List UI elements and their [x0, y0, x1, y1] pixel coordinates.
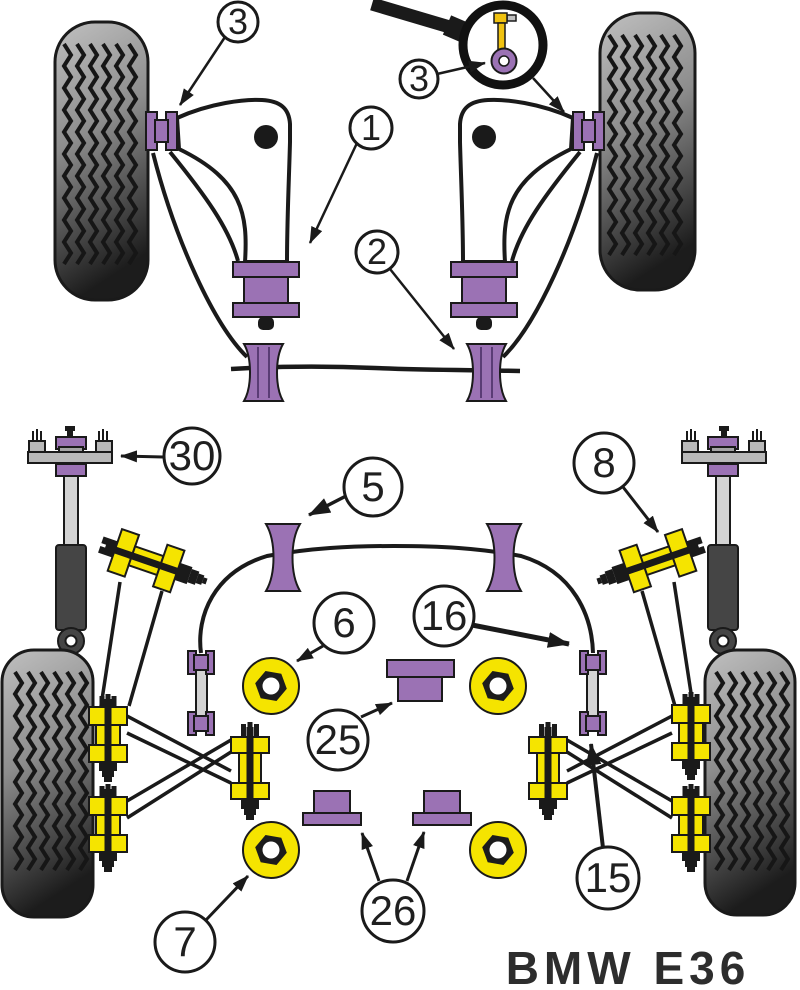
rear-left-upper-arm-bushing: [88, 693, 128, 783]
svg-text:6: 6: [332, 599, 355, 646]
rear-right-trailing-arm-bushing: [589, 523, 712, 604]
rear-left-tire: [0, 648, 95, 919]
front-left-tire: [53, 20, 150, 302]
rear-suspension-section: 30 5 8 6 16 25 26 7: [0, 425, 797, 974]
callout-7: 7: [153, 910, 217, 974]
callout-1: 1: [348, 105, 394, 151]
callout-25: 25: [306, 708, 370, 772]
callout-30: 30: [162, 426, 222, 486]
diagram-caption: BMW E36: [506, 942, 751, 990]
magnified-bushing-ring: [490, 47, 518, 75]
svg-text:15: 15: [585, 854, 632, 901]
svg-text:30: 30: [169, 432, 216, 479]
front-right-tire: [598, 11, 697, 292]
subframe-hat-bushing-26-left: [302, 790, 362, 826]
svg-text:7: 7: [173, 918, 196, 965]
svg-text:26: 26: [370, 887, 417, 934]
callout-3-front-left: 3: [216, 0, 260, 44]
svg-text:3: 3: [228, 1, 248, 42]
callout-15: 15: [575, 845, 641, 911]
rear-arb-bushing-left: [264, 523, 302, 592]
rear-anti-roll-bar: [198, 543, 595, 654]
magnifier-handle: [370, 0, 455, 35]
front-arm-front-bushing: [145, 111, 178, 151]
svg-text:5: 5: [361, 463, 384, 510]
rear-right-drop-link: [579, 650, 607, 736]
front-callout-arrows: [178, 36, 565, 350]
callout-2: 2: [354, 229, 400, 275]
subframe-hat-bushing-25: [386, 659, 455, 702]
rear-left-inner-arm-bushing: [230, 721, 270, 821]
front-arm-rear-bushing: [232, 261, 300, 330]
callout-16: 16: [412, 584, 476, 648]
callout-3-front-right: 3: [398, 58, 440, 100]
trailing-arm-links: [99, 581, 695, 707]
rear-arb-bushing-right: [485, 523, 523, 592]
magnifier: [370, 0, 548, 90]
svg-text:3: 3: [409, 58, 429, 99]
rear-left-lower-arm-bushing: [88, 783, 128, 873]
subframe-hat-bushing-26-right: [412, 790, 472, 826]
svg-text:2: 2: [367, 231, 387, 272]
svg-text:25: 25: [315, 716, 362, 763]
front-left-control-arm-assembly: [145, 97, 300, 402]
rear-right-inner-arm-bushing: [528, 721, 568, 821]
rear-left-drop-link: [187, 650, 215, 736]
callout-5: 5: [342, 456, 404, 518]
front-arb-bushing: [242, 343, 285, 402]
ball-joint: [254, 125, 278, 149]
svg-text:1: 1: [361, 107, 381, 148]
rear-link-arms: [126, 714, 673, 820]
svg-text:16: 16: [421, 592, 468, 639]
callout-26: 26: [360, 878, 426, 944]
callout-6: 6: [312, 591, 376, 655]
front-right-control-arm-assembly: [449, 97, 606, 403]
rear-left-trailing-arm-bushing: [98, 527, 208, 594]
rear-right-tire: [703, 648, 797, 917]
front-suspension-section: 3 3 1 2: [53, 0, 697, 403]
rear-callout-arrows: [120, 450, 660, 922]
svg-text:8: 8: [592, 439, 615, 486]
callout-8: 8: [572, 431, 636, 495]
rear-left-shock: [27, 426, 113, 655]
